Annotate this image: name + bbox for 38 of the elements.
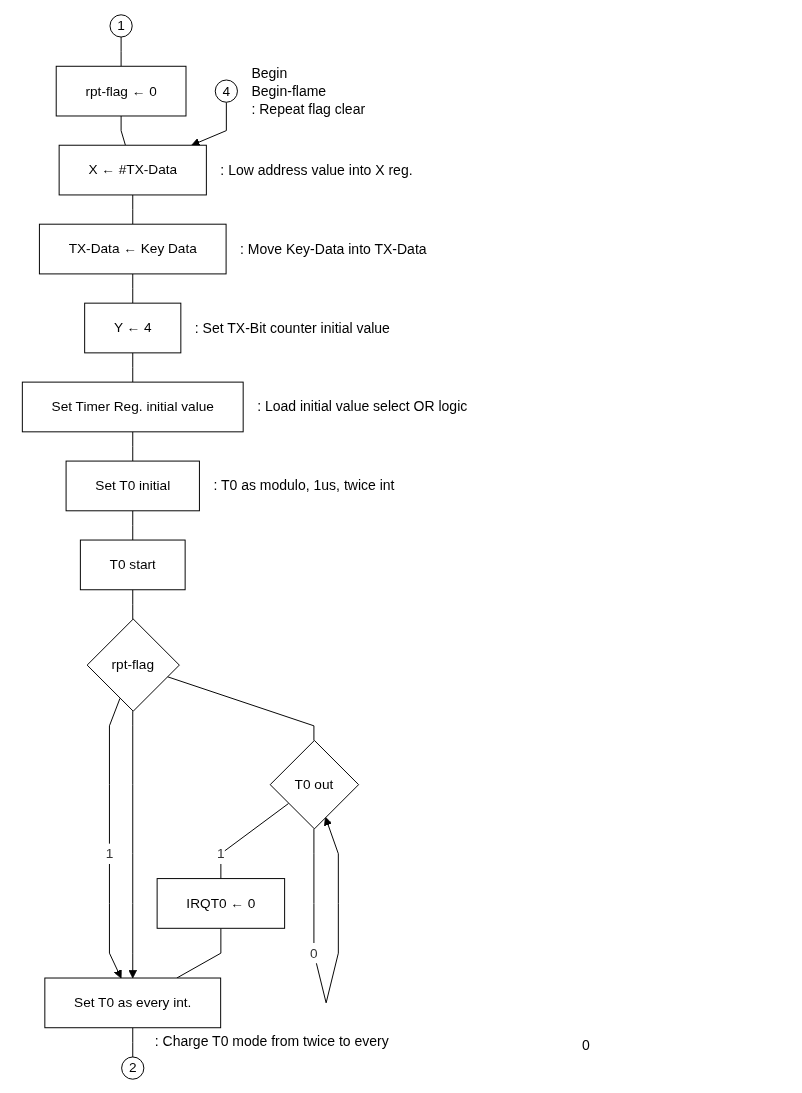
- annotation-text: Begin-flame: [251, 82, 328, 99]
- edge-label: 1: [217, 844, 225, 861]
- node-box: rpt-flag ← 0: [55, 65, 187, 116]
- connector: [132, 509, 134, 541]
- node-box: T0 start: [79, 539, 186, 590]
- node-circle: 4: [214, 79, 238, 103]
- connector: [166, 675, 315, 741]
- connector: [132, 430, 134, 462]
- annotation-text: : Low address value into X reg.: [220, 161, 413, 178]
- edge-label: 0: [310, 944, 318, 960]
- connector: [120, 115, 126, 146]
- annotation-text: Begin: [251, 64, 289, 81]
- connector: [120, 36, 122, 67]
- annotation-text: : Charge T0 mode from twice to every: [154, 1033, 389, 1050]
- annotation-text: : Set TX-Bit counter initial value: [194, 319, 390, 336]
- node-box: TX-Data ← Key Data: [38, 223, 227, 274]
- node-box: X ← #TX-Data: [58, 144, 207, 195]
- node-box: IRQT0 ← 0: [156, 877, 286, 929]
- annotation-text: : T0 as modulo, 1us, twice int: [213, 477, 395, 494]
- node-circle: 2: [121, 1056, 145, 1080]
- node-box: Set Timer Reg. initial value: [21, 381, 244, 432]
- connector: [132, 193, 134, 225]
- node-box: Y ← 4: [84, 302, 182, 353]
- connector: [132, 1026, 134, 1057]
- branch-label: 0: [582, 1037, 591, 1053]
- annotation-text: : Move Key-Data into TX-Data: [240, 240, 427, 257]
- connector: [132, 351, 134, 383]
- node-diamond: T0 out: [269, 739, 360, 829]
- node-box: Set T0 as every int.: [44, 977, 222, 1028]
- edge-label: 1: [105, 844, 114, 861]
- connector: [132, 588, 134, 619]
- node-box: Set T0 initial: [65, 460, 200, 511]
- annotation-text: : Repeat flag clear: [251, 100, 366, 117]
- connector: [220, 802, 290, 879]
- annotation-text: : Load initial value select OR logic: [257, 398, 468, 415]
- connector: [132, 272, 134, 304]
- node-circle: 1: [109, 13, 133, 37]
- node-diamond: rpt-flag: [86, 618, 180, 712]
